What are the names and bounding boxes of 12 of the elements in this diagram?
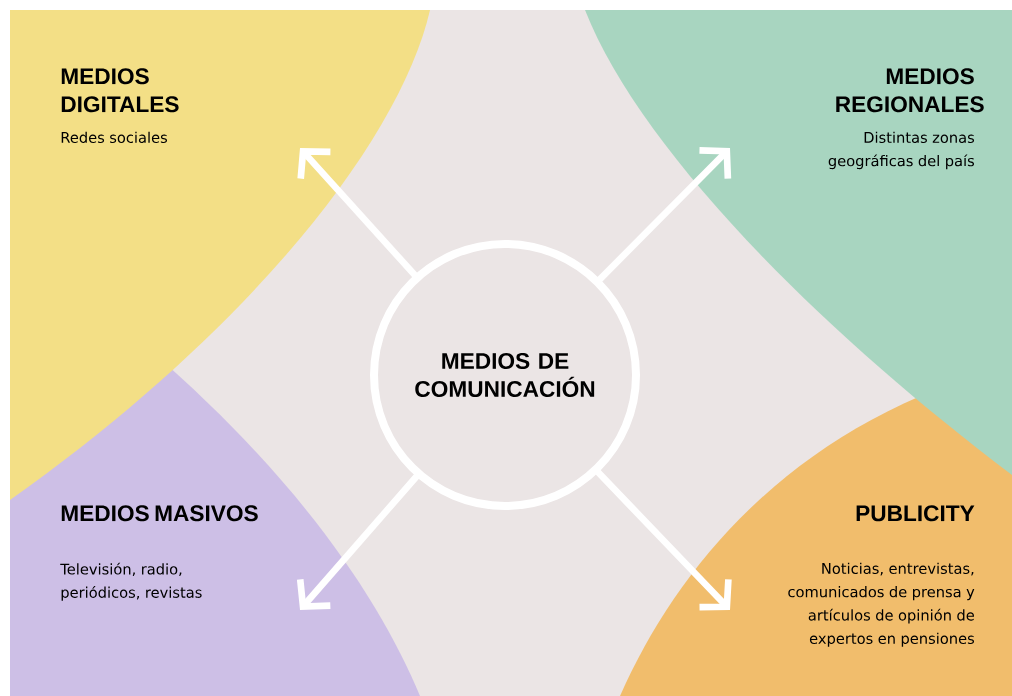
arrow [595, 469, 732, 611]
heading: PUBLICITY [856, 505, 975, 522]
body-text: Redes sociales [61, 131, 167, 143]
heading: MEDIOS DIGITALES [61, 68, 179, 113]
heading: MEDIOS REGIONALES [836, 68, 984, 113]
body-text: Noticias, entrevistas, comunicados de prensa y artículos de opinión de expertos en pensiones [788, 562, 975, 647]
body-text: Distintas zonas geográficas del país [828, 131, 975, 170]
arrow [596, 147, 732, 283]
arrow [296, 473, 420, 610]
arrow [297, 148, 418, 279]
body-text: Televisión, radio, periódicos, revistas [60, 562, 202, 601]
heading: MEDIOS MASIVOS [61, 505, 258, 522]
